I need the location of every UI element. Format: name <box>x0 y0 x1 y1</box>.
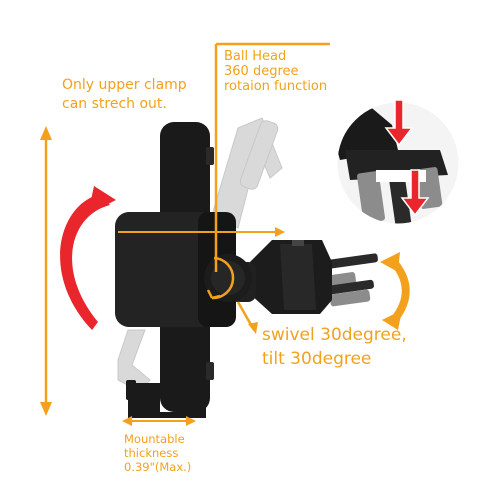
ball-head-note: Ball Head 360 degree rotaion function <box>224 49 327 94</box>
swivel-line-2: tilt 30degree <box>262 349 372 369</box>
upper-clamp-line-2: can strech out. <box>62 96 167 112</box>
thickness-line-1: Mountable <box>124 432 185 446</box>
swivel-line-1: swivel 30degree, <box>262 325 407 345</box>
ball-head-line-2: 360 degree <box>224 64 299 79</box>
thickness-line-3: 0.39"(Max.) <box>124 460 192 474</box>
vent-clip <box>204 240 378 314</box>
ball-head-line-1: Ball Head <box>224 49 287 64</box>
vertical-extent-arrow-icon <box>40 126 52 416</box>
thickness-note: Mountable thickness 0.39"(Max.) <box>124 432 191 474</box>
thickness-line-2: thickness <box>124 446 179 460</box>
holder-body <box>115 122 236 418</box>
swivel-note: swivel 30degree, tilt 30degree <box>262 323 407 371</box>
ball-head-line-3: rotaion function <box>224 79 328 94</box>
ball-head-ring <box>206 256 235 300</box>
rotate-arrow-icon <box>60 186 116 330</box>
pointer-arrow-icon <box>275 227 285 237</box>
ghost-clamp <box>117 117 283 393</box>
ball-head-pointer <box>214 42 330 272</box>
press-arrow-icon <box>384 99 430 217</box>
upper-clamp-line-1: Only upper clamp <box>62 77 187 93</box>
upper-clamp-note: Only upper clamp can strech out. <box>62 76 187 114</box>
zoom-inset <box>334 99 462 227</box>
swivel-pointer <box>236 301 258 334</box>
thickness-arrow-icon <box>122 416 196 426</box>
swivel-arrow-icon <box>380 252 410 330</box>
